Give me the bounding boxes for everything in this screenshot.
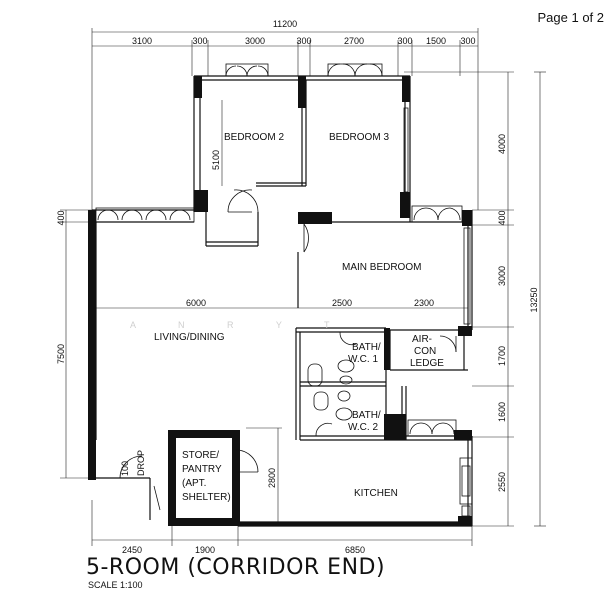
dimension-labels: 11200 3100 300 3000 300 2700 300 1500 30… (56, 19, 539, 555)
room-label-bath-1-line1: BATH/ (352, 342, 381, 353)
dim-right-inner: 1600 (497, 402, 507, 422)
room-label-refuse-line2: DROP (136, 450, 146, 476)
dim-right-inner: 2550 (497, 472, 507, 492)
dim-mb-a: 2500 (332, 298, 352, 308)
dim-bottom-seg: 2450 (122, 545, 142, 555)
dim-left-upper: 400 (56, 210, 66, 225)
structural-walls (88, 76, 472, 526)
room-label-store-line4: SHELTER) (182, 492, 231, 503)
room-label-kitchen: KITCHEN (354, 488, 398, 499)
dim-living: 6000 (186, 298, 206, 308)
doors (119, 189, 457, 511)
dim-right-inner: 3000 (497, 266, 507, 286)
plan-scale: SCALE 1:100 (88, 580, 143, 590)
page-indicator: Page 1 of 2 (537, 10, 605, 25)
dim-top-seg: 300 (192, 36, 207, 46)
room-label-bedroom-2: BEDROOM 2 (224, 132, 284, 143)
dim-bedroom-width: 5100 (211, 150, 221, 170)
dim-mb-b: 2300 (414, 298, 434, 308)
room-label-living-dining: LIVING/DINING (154, 332, 225, 343)
room-labels: BEDROOM 2 BEDROOM 3 MAIN BEDROOM LIVING/… (120, 132, 444, 503)
watermark: A N R Y T (130, 320, 350, 330)
dim-right-inner: 4000 (497, 134, 507, 154)
dim-top-total: 11200 (273, 19, 297, 29)
dim-top-seg: 1500 (426, 36, 446, 46)
dim-top-seg: 2700 (344, 36, 364, 46)
bath-fixtures (307, 359, 355, 421)
room-label-main-bedroom: MAIN BEDROOM (342, 262, 421, 273)
room-label-bath-2-line1: BATH/ (352, 410, 381, 421)
room-label-store-line1: STORE/ (182, 450, 219, 461)
room-label-aircon-line1: AIR- (412, 334, 432, 345)
room-label-bath-1-line2: W.C. 1 (348, 354, 378, 365)
dim-top-seg: 3100 (132, 36, 152, 46)
room-label-store-line2: PANTRY (182, 464, 222, 475)
dim-bottom-seg: 6850 (345, 545, 365, 555)
dim-right-inner: 1700 (497, 346, 507, 366)
kitchen-fixtures (461, 505, 471, 517)
room-label-bath-2-line2: W.C. 2 (348, 422, 378, 433)
room-label-bedroom-3: BEDROOM 3 (329, 132, 389, 143)
windows (95, 63, 473, 505)
room-label-aircon-line2: CON (414, 346, 436, 357)
dim-top-seg: 3000 (245, 36, 265, 46)
dim-right-inner: 400 (497, 210, 507, 225)
plan-title: 5-ROOM (CORRIDOR END) (86, 555, 386, 580)
dim-left-lower: 7500 (56, 344, 66, 364)
dim-bottom-seg: 1900 (195, 545, 215, 555)
room-label-store-line3: (APT. (182, 478, 206, 489)
room-label-aircon-line3: LEDGE (410, 358, 444, 369)
dim-store-h: 2800 (267, 468, 277, 488)
dim-top-seg: 300 (397, 36, 412, 46)
dim-right-total: 13250 (529, 287, 539, 312)
dim-top-seg: 300 (460, 36, 475, 46)
dim-top-seg: 300 (296, 36, 311, 46)
dimension-lines (60, 28, 546, 546)
room-label-refuse-line1: 100 (120, 461, 130, 476)
